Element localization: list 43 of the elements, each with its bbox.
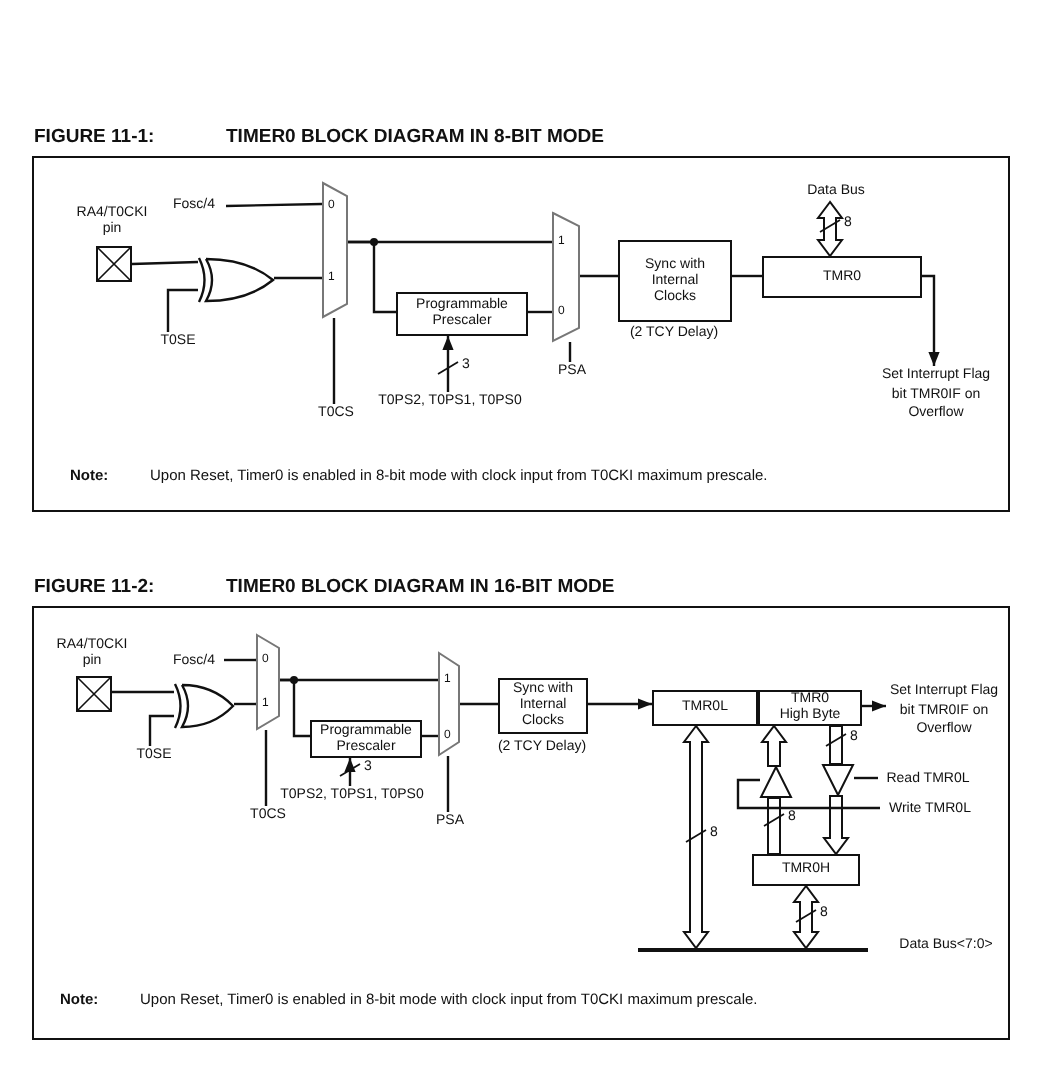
bus-arrow [760, 724, 788, 767]
signal-line [446, 756, 450, 812]
signal-line [460, 702, 498, 706]
arrow [862, 700, 886, 712]
signal-line [580, 274, 618, 278]
signal-line [854, 776, 878, 780]
arrow [344, 758, 356, 786]
signal-line [224, 658, 256, 662]
figure-title: TIMER0 BLOCK DIAGRAM IN 16-BIT MODE [226, 576, 615, 598]
signal-line [568, 342, 572, 362]
signal-line [332, 318, 336, 404]
bus-arrow [682, 724, 710, 950]
signal-line [131, 260, 199, 266]
signal-line [528, 310, 552, 314]
bus-arrow [829, 725, 843, 765]
signal-line [225, 202, 323, 208]
signal-line [732, 274, 762, 278]
signal-line [280, 678, 310, 738]
arrow [922, 274, 940, 366]
signal-line [348, 240, 396, 314]
bus-arrow [792, 884, 820, 950]
figure-title: TIMER0 BLOCK DIAGRAM IN 8-BIT MODE [226, 126, 604, 148]
data-bus-line [638, 948, 868, 952]
arrow [442, 336, 454, 392]
signal-line [112, 690, 174, 694]
pin-terminal [96, 246, 132, 282]
xor-gate-symbol [198, 258, 274, 302]
xor-gate-symbol [174, 684, 234, 728]
bus-arrow [767, 797, 781, 855]
pin-terminal [76, 676, 112, 712]
signal-line [736, 778, 880, 810]
signal-line [264, 730, 268, 806]
signal-line [234, 702, 256, 706]
figure-number: FIGURE 11-2: [34, 576, 155, 598]
signal-line [148, 714, 174, 746]
signal-line [166, 288, 198, 332]
buffer-symbol [760, 766, 792, 798]
signal-line [274, 276, 322, 280]
figure-number: FIGURE 11-1: [34, 126, 155, 148]
bus-arrow [822, 795, 850, 856]
bus-arrow [816, 200, 844, 258]
buffer-symbol [822, 764, 854, 796]
arrow [588, 698, 652, 710]
